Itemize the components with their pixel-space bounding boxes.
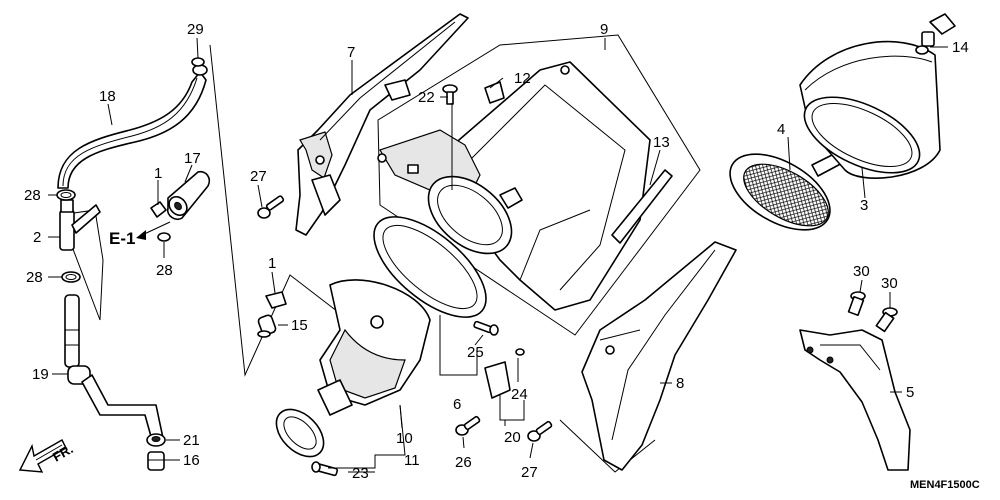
callout-13: 13: [653, 134, 670, 151]
assembly-outline-9: [377, 34, 701, 336]
callout-14: 14: [952, 39, 969, 56]
callout-22: 22: [418, 89, 435, 106]
callout-7: 7: [347, 44, 355, 61]
assembly-outline-8: [559, 419, 656, 473]
callout-27-upper: 27: [250, 168, 267, 185]
tube-clamp-upper: [56, 189, 76, 201]
clip-lower: [265, 291, 287, 309]
gasket-ring: [373, 216, 487, 318]
callout-2: 2: [33, 229, 41, 246]
bolt-25: [473, 320, 499, 336]
reference-e1: E-1: [109, 229, 135, 248]
callout-30-left: 30: [853, 263, 870, 280]
callout-5: 5: [906, 384, 914, 401]
drain-tube: [64, 294, 164, 441]
side-cover: [581, 241, 737, 471]
callout-27-lower: 27: [521, 464, 538, 481]
callout-16: 16: [183, 452, 200, 469]
callout-23: 23: [352, 465, 369, 482]
callout-15: 15: [291, 317, 308, 334]
filter-housing: [799, 40, 941, 179]
filter-element: [729, 149, 849, 231]
callout-4: 4: [777, 121, 785, 138]
clamp-e1: [157, 232, 171, 242]
callout-20: 20: [504, 429, 521, 446]
assembly-outline-tube-set: [59, 209, 104, 321]
callout-11: 11: [404, 452, 420, 469]
tube-joint: [59, 199, 101, 251]
mud-guard: [799, 329, 911, 471]
bolt-27-upper: [257, 195, 285, 219]
bolt-22: [442, 84, 458, 105]
callout-21: 21: [183, 432, 200, 449]
front-direction-arrow: FR.: [18, 439, 76, 473]
callout-28-middle: 28: [156, 262, 173, 279]
callout-10: 10: [396, 430, 413, 447]
bolt-30-left: [847, 291, 866, 317]
callout-19: 19: [32, 366, 49, 383]
tube-band: [275, 408, 325, 458]
seal-strip-13: [611, 169, 673, 244]
wing-bolt-14: [915, 13, 956, 55]
stay-24: [484, 348, 525, 399]
air-cleaner-case: [377, 61, 651, 311]
callout-26: 26: [455, 454, 472, 471]
callout-3: 3: [860, 197, 868, 214]
drain-plug: [147, 451, 165, 471]
callout-25: 25: [467, 344, 484, 361]
breather-cap: [166, 170, 211, 221]
callout-12: 12: [514, 70, 531, 87]
air-cleaner-bracket: [295, 13, 469, 236]
callout-28-upper: 28: [24, 187, 41, 204]
tube-clamp-lower: [61, 271, 81, 283]
callout-29: 29: [187, 21, 204, 38]
callout-1-lower: 1: [268, 255, 276, 272]
callout-8: 8: [676, 375, 684, 392]
callout-6: 6: [453, 396, 461, 413]
callout-9: 9: [600, 21, 608, 38]
leader-lines: [48, 37, 948, 473]
clip-upper: [150, 201, 167, 218]
bolt-27-lower: [527, 420, 553, 442]
callout-30-right: 30: [881, 275, 898, 292]
callout-1-upper: 1: [154, 165, 162, 182]
clip-29: [191, 57, 205, 67]
screw-23: [311, 461, 339, 477]
bolt-30-right: [875, 307, 898, 333]
e1-arrow-head: [136, 230, 146, 240]
breather-hose: [57, 64, 208, 189]
tube-clip: [146, 433, 166, 447]
callout-17: 17: [184, 150, 201, 167]
callout-24: 24: [511, 386, 528, 403]
diagram-code: MEN4F1500C: [910, 479, 980, 491]
connecting-boot: [317, 279, 431, 416]
callout-18: 18: [99, 88, 116, 105]
valve-15: [257, 314, 277, 338]
callout-28-lower: 28: [26, 269, 43, 286]
bolt-26: [455, 415, 481, 436]
